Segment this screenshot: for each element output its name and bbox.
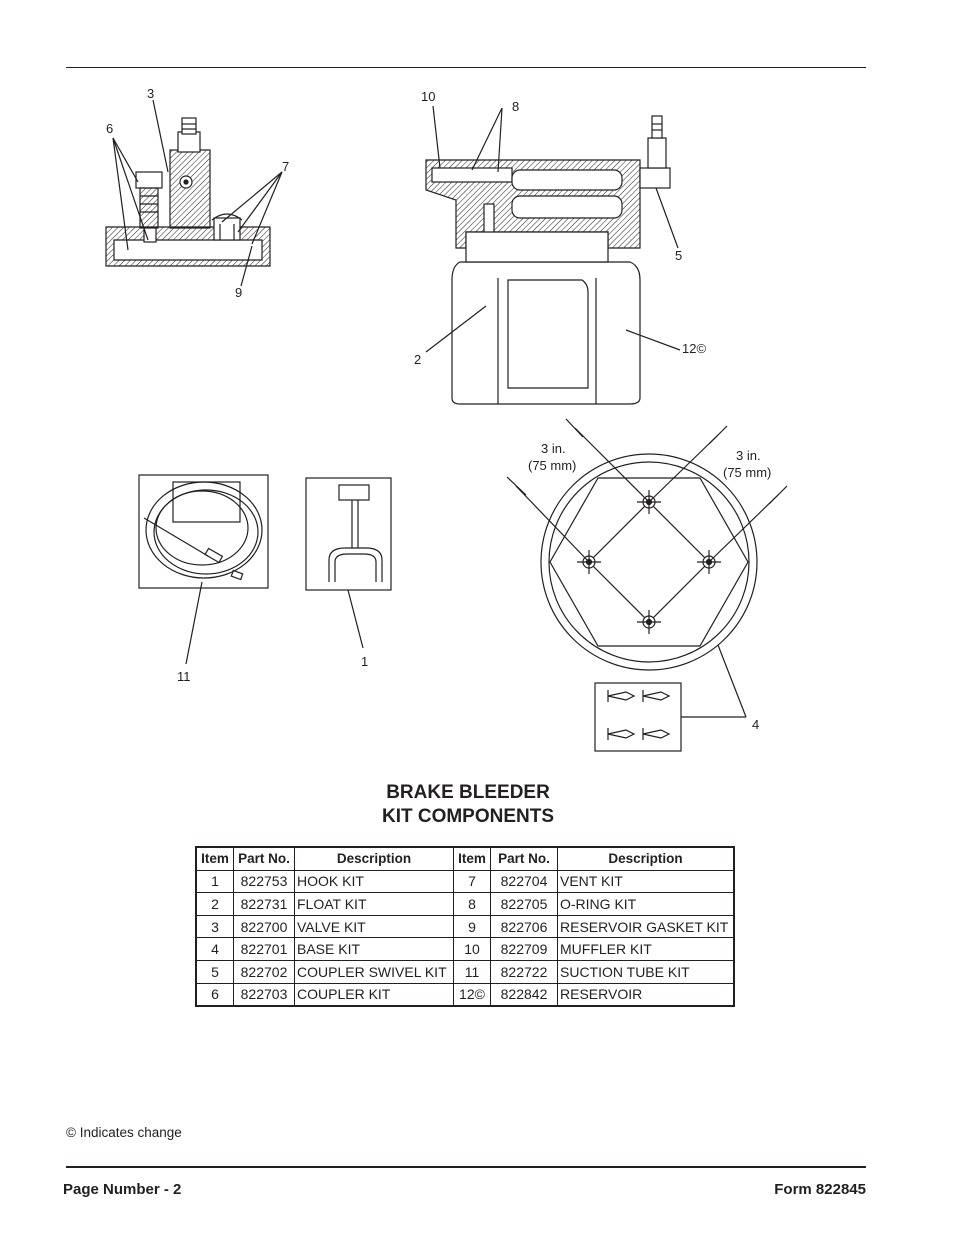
page-title-line1: BRAKE BLEEDER bbox=[386, 782, 550, 803]
callout-5: 5 bbox=[675, 248, 682, 263]
header-item: Item bbox=[195, 846, 234, 871]
leader-11 bbox=[185, 581, 203, 665]
table-header-row: Item Part No. Description Item Part No. … bbox=[195, 846, 735, 871]
description-cell: RESERVOIR bbox=[557, 982, 735, 1007]
table-row: 3 822700 VALVE KIT 9 822706 RESERVOIR GA… bbox=[195, 914, 735, 939]
dim-right-mm: (75 mm) bbox=[723, 465, 771, 480]
exploded-view-drawing: 3 6 7 9 10 8 5 2 12© bbox=[105, 86, 788, 752]
item-cell: 4 bbox=[195, 937, 234, 961]
item-cell: 10 bbox=[453, 937, 491, 961]
form-number: Form 822845 bbox=[774, 1181, 866, 1198]
top-rule bbox=[66, 67, 866, 68]
description-cell: VALVE KIT bbox=[294, 914, 454, 939]
reservoir-assembly-figure bbox=[425, 115, 671, 405]
description-cell: RESERVOIR GASKET KIT bbox=[557, 914, 735, 939]
part-no-cell: 822700 bbox=[233, 914, 295, 939]
base-leader-lines bbox=[681, 644, 747, 718]
callout-1: 1 bbox=[361, 654, 368, 669]
item-cell: 2 bbox=[195, 892, 234, 916]
valve-assembly-figure bbox=[105, 117, 271, 267]
callout-10: 10 bbox=[421, 89, 435, 104]
dim-right-in: 3 in. bbox=[736, 448, 761, 463]
callout-7: 7 bbox=[282, 159, 289, 174]
description-cell: COUPLER SWIVEL KIT bbox=[294, 959, 454, 984]
page-number: Page Number - 2 bbox=[63, 1181, 182, 1198]
header-description: Description bbox=[294, 846, 454, 871]
part-no-cell: 822753 bbox=[233, 869, 295, 894]
page-title-line2: KIT COMPONENTS bbox=[381, 806, 555, 827]
table-row: 1 822753 HOOK KIT 7 822704 VENT KIT bbox=[195, 869, 735, 894]
description-cell: VENT KIT bbox=[557, 869, 735, 894]
callout-12: 12© bbox=[682, 341, 706, 356]
description-cell: HOOK KIT bbox=[294, 869, 454, 894]
dim-left-in: 3 in. bbox=[541, 441, 566, 456]
description-cell: SUCTION TUBE KIT bbox=[557, 959, 735, 984]
footnote-change-indicator: © Indicates change bbox=[66, 1125, 182, 1140]
suction-tube-figure bbox=[138, 474, 269, 589]
hook-figure bbox=[305, 477, 392, 591]
item-cell: 11 bbox=[453, 959, 491, 984]
part-no-cell: 822709 bbox=[490, 937, 558, 961]
table-row: 4 822701 BASE KIT 10 822709 MUFFLER KIT bbox=[195, 937, 735, 961]
item-cell: 6 bbox=[195, 982, 234, 1007]
leader-1 bbox=[347, 589, 364, 649]
callout-3: 3 bbox=[147, 86, 154, 101]
description-cell: O-RING KIT bbox=[557, 892, 735, 916]
description-cell: FLOAT KIT bbox=[294, 892, 454, 916]
dim-left-mm: (75 mm) bbox=[528, 458, 576, 473]
parts-table: Item Part No. Description Item Part No. … bbox=[195, 846, 735, 1008]
description-cell: COUPLER KIT bbox=[294, 982, 454, 1007]
callout-6: 6 bbox=[106, 121, 113, 136]
part-no-cell: 822731 bbox=[233, 892, 295, 916]
base-figure bbox=[506, 418, 788, 671]
screw-pack-figure bbox=[594, 682, 682, 752]
callout-4: 4 bbox=[752, 717, 759, 732]
table-row: 6 822703 COUPLER KIT 12© 822842 RESERVOI… bbox=[195, 982, 735, 1007]
callout-11: 11 bbox=[177, 669, 191, 684]
item-cell: 3 bbox=[195, 914, 234, 939]
part-no-cell: 822703 bbox=[233, 982, 295, 1007]
part-no-cell: 822704 bbox=[490, 869, 558, 894]
reservoir-leader-lines bbox=[425, 105, 681, 353]
description-cell: MUFFLER KIT bbox=[557, 937, 735, 961]
header-part-no: Part No. bbox=[233, 846, 295, 871]
part-no-cell: 822722 bbox=[490, 959, 558, 984]
header-part-no: Part No. bbox=[490, 846, 558, 871]
table-row: 2 822731 FLOAT KIT 8 822705 O-RING KIT bbox=[195, 892, 735, 916]
description-cell: BASE KIT bbox=[294, 937, 454, 961]
header-description: Description bbox=[557, 846, 735, 871]
table-row: 5 822702 COUPLER SWIVEL KIT 11 822722 SU… bbox=[195, 959, 735, 984]
item-cell: 8 bbox=[453, 892, 491, 916]
part-no-cell: 822706 bbox=[490, 914, 558, 939]
item-cell: 12© bbox=[453, 982, 491, 1007]
valve-leader-lines bbox=[112, 99, 283, 287]
part-no-cell: 822705 bbox=[490, 892, 558, 916]
item-cell: 7 bbox=[453, 869, 491, 894]
part-no-cell: 822842 bbox=[490, 982, 558, 1007]
callout-9: 9 bbox=[235, 285, 242, 300]
item-cell: 1 bbox=[195, 869, 234, 894]
callout-2: 2 bbox=[414, 352, 421, 367]
part-no-cell: 822702 bbox=[233, 959, 295, 984]
callout-8: 8 bbox=[512, 99, 519, 114]
bottom-rule bbox=[66, 1166, 866, 1168]
item-cell: 9 bbox=[453, 914, 491, 939]
item-cell: 5 bbox=[195, 959, 234, 984]
part-no-cell: 822701 bbox=[233, 937, 295, 961]
header-item: Item bbox=[453, 846, 491, 871]
